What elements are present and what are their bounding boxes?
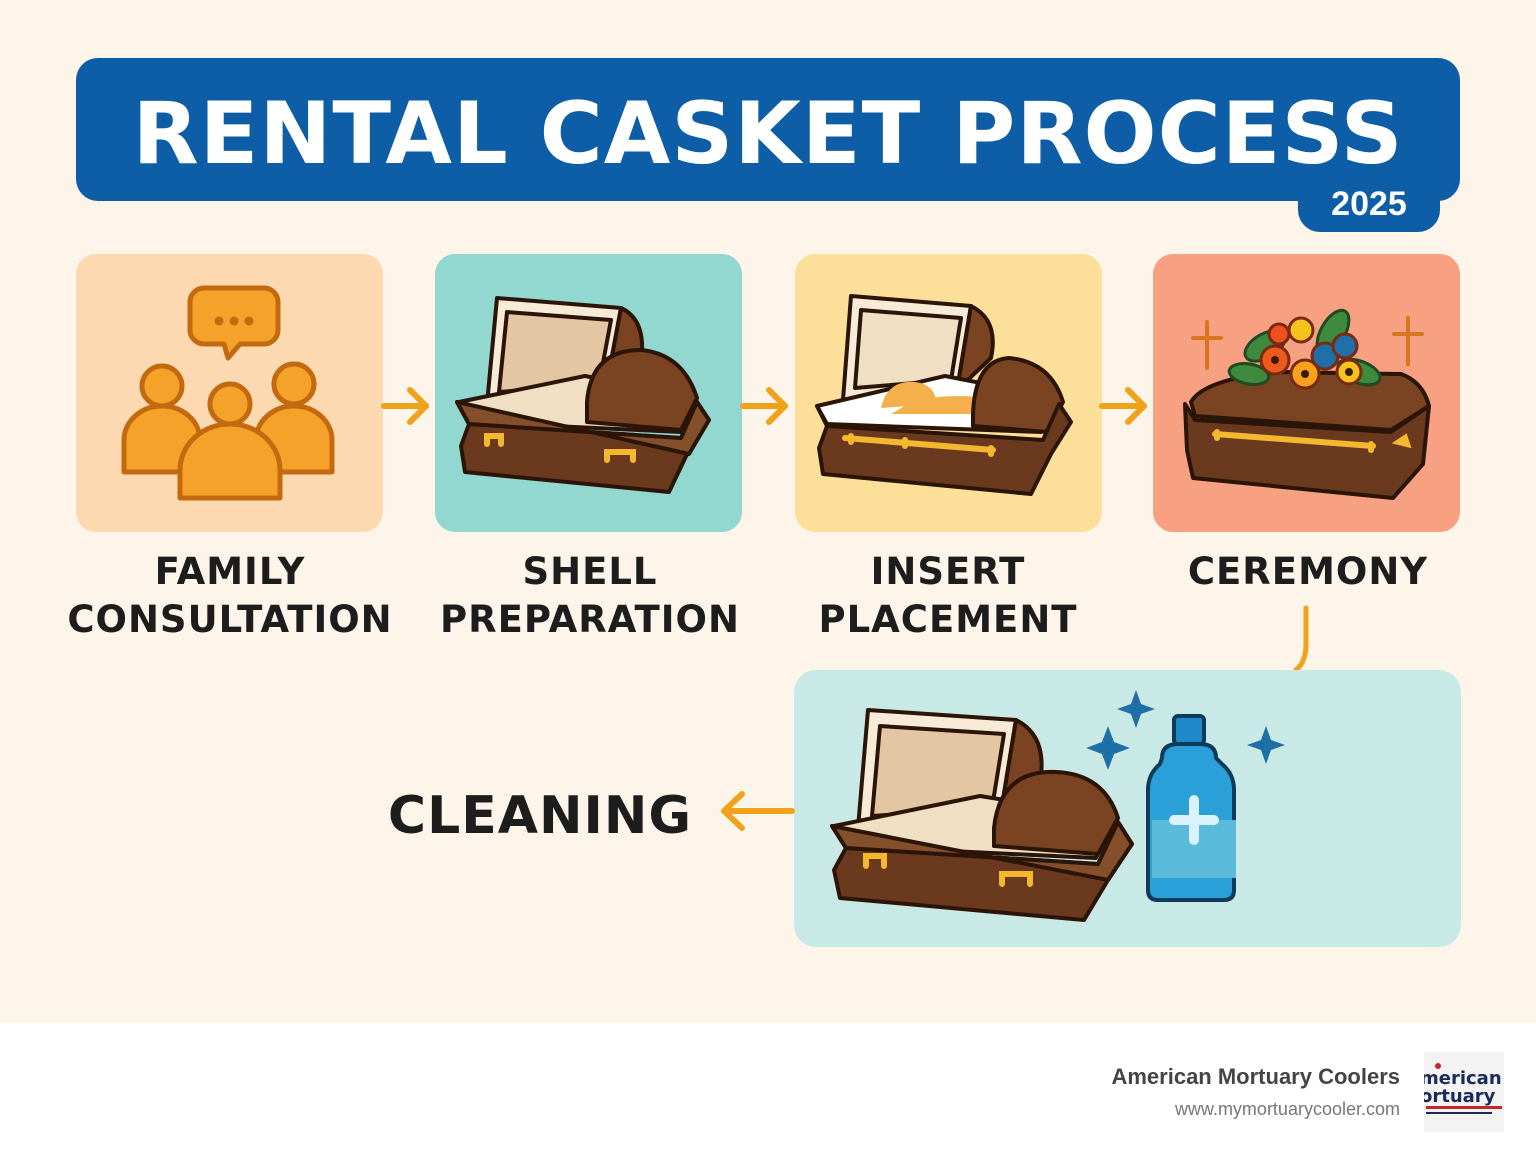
arrow-right-icon — [740, 387, 788, 425]
title-banner — [76, 58, 1460, 201]
step-label-line: FAMILY — [154, 550, 306, 593]
step-label-line: PREPARATION — [440, 598, 740, 641]
step-label-ceremony: CEREMONY — [1118, 548, 1498, 596]
company-logo-icon: merican ortuary — [1424, 1052, 1504, 1132]
page-title: RENTAL CASKET PROCESS — [132, 84, 1404, 184]
step-label-line: INSERT — [870, 550, 1026, 593]
step-label-line: CONSULTATION — [67, 598, 393, 641]
connector-line — [1293, 605, 1309, 673]
family-chat-icon — [121, 285, 335, 501]
footer-website-link[interactable]: www.mymortuarycooler.com — [1174, 1099, 1400, 1119]
step-label-line: SHELL — [522, 550, 658, 593]
step-label-line: PLACEMENT — [818, 598, 1078, 641]
company-logo: merican ortuary — [1424, 1052, 1504, 1132]
svg-text:ortuary: ortuary — [1424, 1086, 1496, 1107]
step-label-family-consultation: FAMILY CONSULTATION — [40, 548, 420, 644]
step-card-family-consultation — [76, 254, 383, 532]
casket-with-flowers-icon — [1183, 308, 1431, 500]
step-card-shell-preparation — [435, 254, 742, 532]
arrow-right-icon — [1099, 387, 1147, 425]
step-card-insert-placement — [795, 254, 1102, 532]
arrow-left-icon — [721, 791, 795, 831]
casket-with-insert-icon — [815, 294, 1073, 496]
arrow-right-icon — [381, 387, 429, 425]
step-card-cleaning — [794, 670, 1461, 947]
year-badge: 2025 — [1298, 176, 1440, 232]
step-label-shell-preparation: SHELL PREPARATION — [400, 548, 780, 644]
svg-text:merican: merican — [1424, 1068, 1502, 1089]
infographic-canvas: RENTAL CASKET PROCESS 2025 — [0, 0, 1536, 1023]
casket-and-disinfectant-icon — [830, 690, 1285, 922]
step-label-cleaning: CLEANING — [387, 786, 693, 846]
step-label-insert-placement: INSERT PLACEMENT — [758, 548, 1138, 644]
step-label-line: CEREMONY — [1187, 550, 1429, 593]
open-casket-icon — [455, 296, 711, 494]
footer-company-name: American Mortuary Coolers — [1111, 1064, 1400, 1089]
step-card-ceremony — [1153, 254, 1460, 532]
